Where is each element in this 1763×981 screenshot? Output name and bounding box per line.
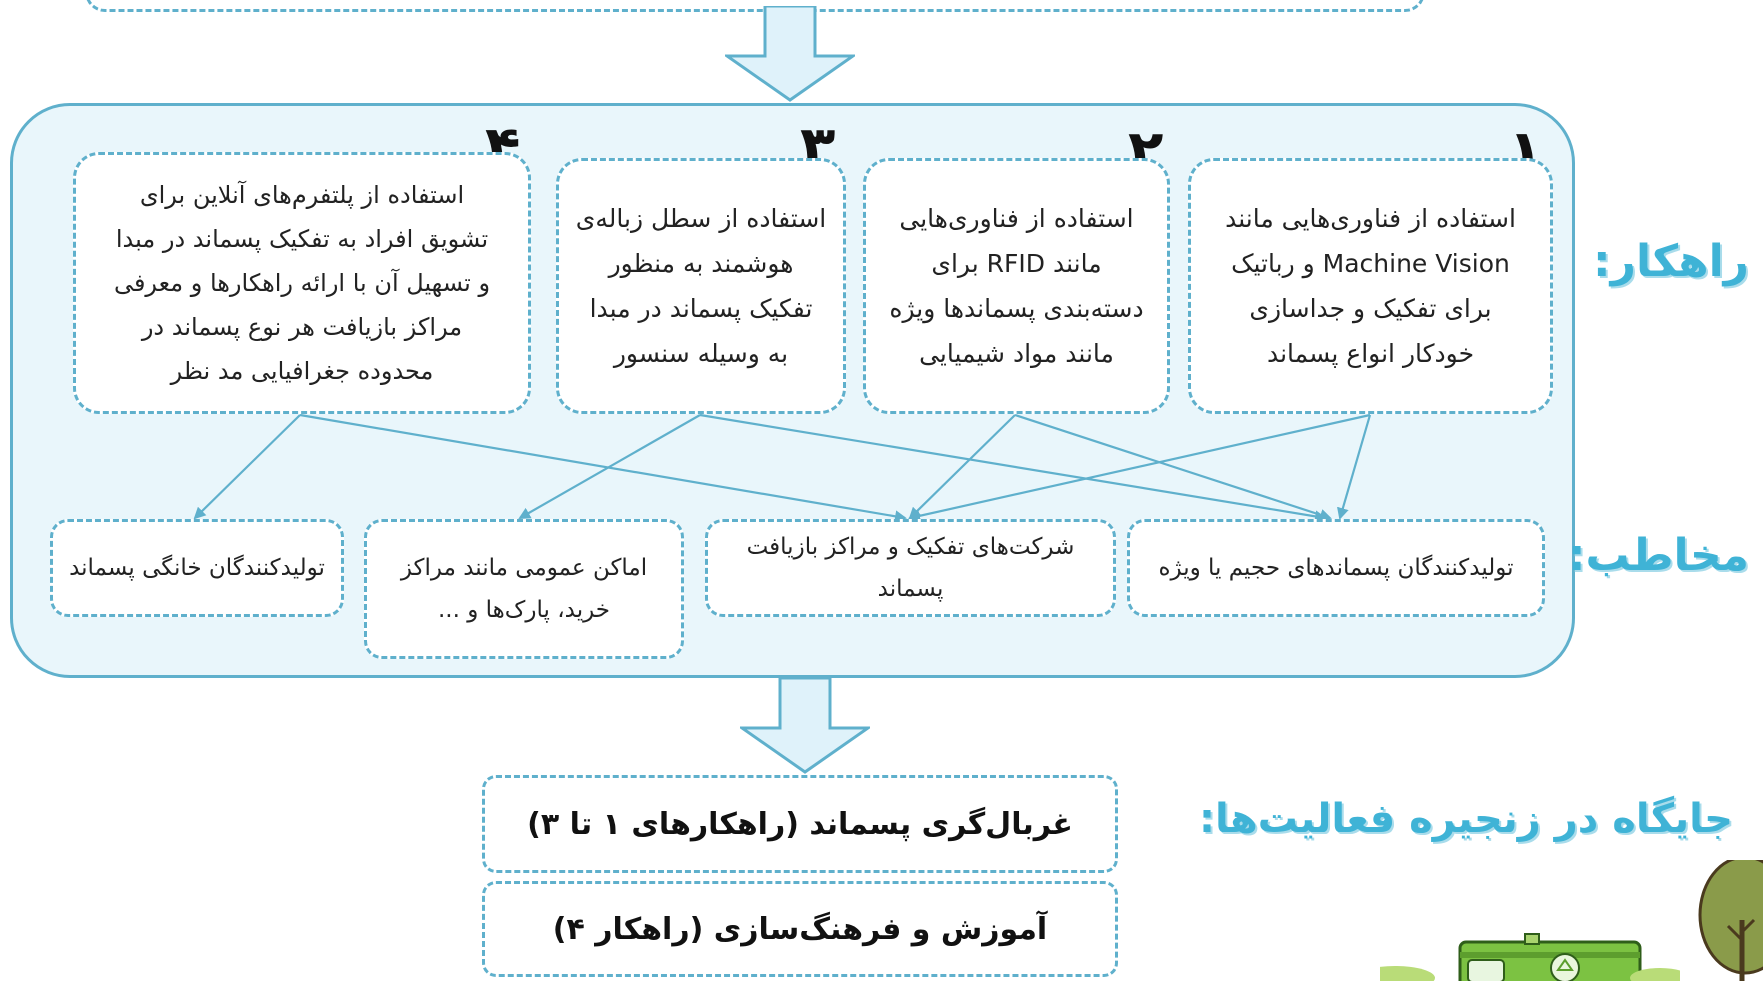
position-text: آموزش و فرهنگ‌سازی (راهکار ۴): [552, 911, 1048, 947]
audience-box-3: اماکن عمومی مانند مراکز خرید، پارک‌ها و …: [364, 519, 684, 659]
audience-box-2: شرکت‌های تفکیک و مراکز بازیافت پسماند: [705, 519, 1116, 617]
position-text: غربال‌گری پسماند (راهکارهای ۱ تا ۳): [527, 806, 1073, 842]
link-3-to-a1: [699, 413, 1327, 523]
down-arrow-bottom: [740, 678, 870, 774]
solution-box-4: استفاده از پلتفرم‌های آنلاین برای تشویق …: [73, 152, 531, 414]
link-1-to-a2: [908, 413, 1371, 522]
audience-label: مخاطب:: [1567, 530, 1749, 581]
audience-box-4: تولیدکنندگان خانگی پسماند: [50, 519, 344, 617]
position-label: جایگاه در زنجیره فعالیت‌ها:: [1198, 796, 1733, 842]
solution-box-3: استفاده از سطل زباله‌ی هوشمند به منظور ت…: [556, 158, 846, 414]
garbage-truck-icon: [1380, 933, 1680, 981]
solutions-label: راهکار:: [1593, 236, 1749, 287]
solution-text: استفاده از سطل زباله‌ی هوشمند به منظور ت…: [575, 204, 827, 368]
link-2-to-a1: [1014, 413, 1332, 521]
link-4-to-a4: [193, 414, 301, 520]
audience-text: شرکت‌های تفکیک و مراکز بازیافت پسماند: [746, 534, 1075, 602]
solution-text: استفاده از فناوری‌هایی مانند RFID برای د…: [889, 204, 1144, 368]
link-2-to-a2: [908, 414, 1016, 520]
audience-text: تولیدکنندگان خانگی پسماند: [69, 555, 325, 581]
audience-text: تولیدکنندگان پسماندهای حجیم یا ویژه: [1158, 555, 1514, 581]
link-3-to-a3: [518, 414, 701, 519]
solution-text: استفاده از پلتفرم‌های آنلاین برای تشویق …: [113, 181, 491, 385]
solution-text: استفاده از فناوری‌هایی مانند Machine Vis…: [1225, 204, 1516, 368]
tree-icon: [1698, 860, 1763, 981]
link-4-to-a2: [299, 413, 907, 523]
solution-box-1: استفاده از فناوری‌هایی مانند Machine Vis…: [1188, 158, 1553, 414]
link-1-to-a1: [1337, 414, 1372, 520]
down-arrow-top: [725, 6, 855, 102]
audience-box-1: تولیدکنندگان پسماندهای حجیم یا ویژه: [1127, 519, 1545, 617]
solution-box-2: استفاده از فناوری‌هایی مانند RFID برای د…: [863, 158, 1170, 414]
position-box-screening: غربال‌گری پسماند (راهکارهای ۱ تا ۳): [482, 775, 1118, 873]
position-box-education: آموزش و فرهنگ‌سازی (راهکار ۴): [482, 881, 1118, 977]
audience-text: اماکن عمومی مانند مراکز خرید، پارک‌ها و …: [400, 555, 648, 623]
